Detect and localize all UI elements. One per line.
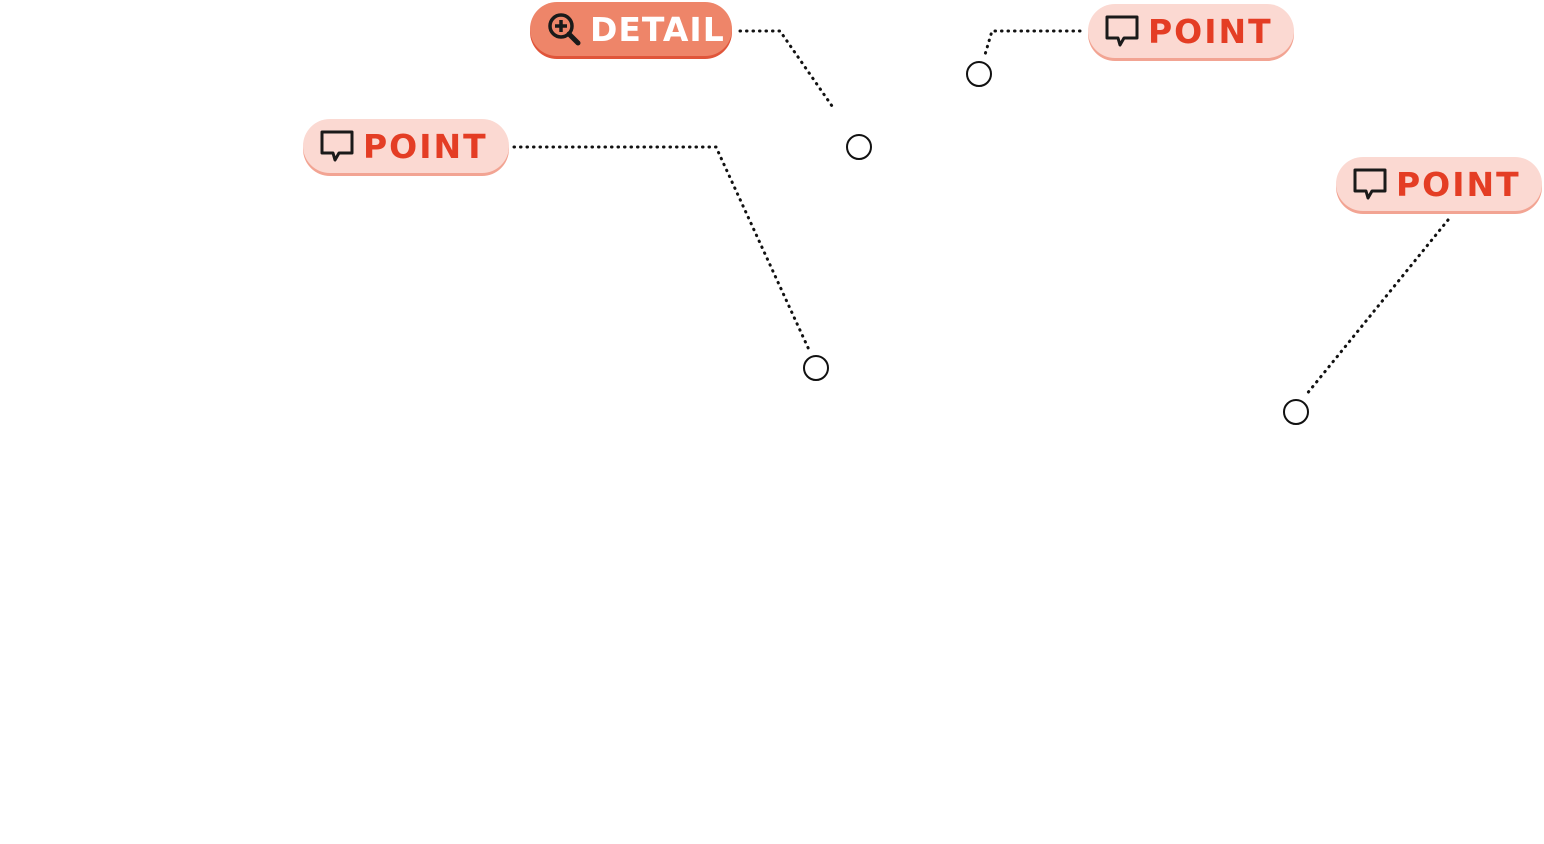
point-button-label: POINT bbox=[363, 126, 488, 166]
point-button-label: POINT bbox=[1148, 11, 1273, 51]
hotspot-point-top[interactable] bbox=[966, 61, 992, 87]
connector-line-point-top bbox=[982, 29, 1082, 60]
detail-button-label: DETAIL bbox=[590, 9, 725, 49]
zoom-in-icon bbox=[544, 9, 584, 49]
point-button-top[interactable]: POINT bbox=[1088, 4, 1294, 58]
speech-bubble-icon bbox=[317, 126, 357, 166]
connector-line-detail bbox=[738, 29, 834, 108]
hotspot-point-left[interactable] bbox=[803, 355, 829, 381]
point-button-left[interactable]: POINT bbox=[303, 119, 509, 173]
detail-button[interactable]: DETAIL bbox=[530, 2, 732, 56]
connector-line-point-right bbox=[1304, 218, 1450, 397]
hotspot-detail[interactable] bbox=[846, 134, 872, 160]
connector-line-point-left bbox=[512, 145, 812, 354]
speech-bubble-icon bbox=[1350, 164, 1390, 204]
point-button-label: POINT bbox=[1396, 164, 1521, 204]
hotspot-point-right[interactable] bbox=[1283, 399, 1309, 425]
point-button-right[interactable]: POINT bbox=[1336, 157, 1542, 211]
speech-bubble-icon bbox=[1102, 11, 1142, 51]
